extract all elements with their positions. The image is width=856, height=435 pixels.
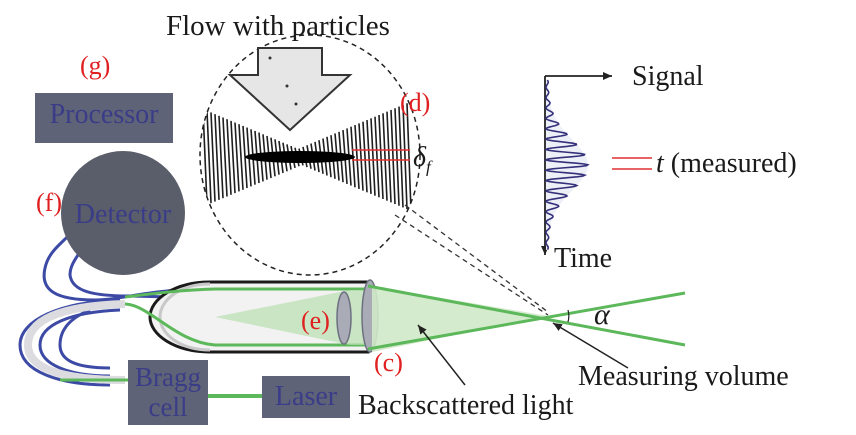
label-d: (d)	[400, 88, 431, 117]
signal-label: Signal	[632, 61, 704, 92]
detector-circle	[61, 151, 185, 275]
fringe-line	[362, 121, 368, 193]
measured-time-marker	[612, 157, 652, 170]
fiber-loop	[23, 300, 126, 384]
fringe-line	[394, 108, 400, 206]
fringe-line	[214, 114, 220, 200]
fringe-line	[222, 117, 228, 197]
fringe-line	[234, 122, 240, 192]
label-e: (e)	[301, 306, 330, 335]
fringe-line	[386, 111, 392, 203]
fringe-line	[354, 125, 360, 189]
fringe-line	[238, 124, 244, 190]
fringe-line	[382, 113, 388, 201]
collected-light-cone	[215, 290, 368, 345]
fringe-line	[374, 116, 380, 198]
flow-label: Flow with particles	[166, 10, 390, 42]
fringe-line	[390, 109, 396, 205]
label-g: (g)	[80, 51, 111, 80]
label-f: (f)	[36, 188, 62, 217]
bragg-cell-box	[128, 360, 208, 425]
signal-waveform	[544, 79, 590, 250]
output-beams	[367, 284, 686, 351]
fringe-pattern	[202, 103, 412, 211]
detector-label: Detector	[74, 199, 172, 230]
alpha-label: α	[594, 298, 610, 331]
processor-box	[35, 93, 173, 143]
fringe-line	[402, 104, 408, 210]
fringe-spacing-marker	[352, 149, 410, 161]
processor-label: Processor	[49, 99, 159, 130]
particle	[294, 102, 298, 106]
signal-plot	[541, 72, 652, 255]
particle	[285, 84, 289, 88]
fringe-line	[398, 106, 404, 208]
fringe-line	[230, 120, 236, 194]
fringe-spacing-label: δf	[413, 142, 431, 177]
fringe-line	[226, 119, 232, 195]
backscatter-pointer	[417, 324, 466, 386]
fringe-line	[218, 115, 224, 199]
time-label: Time	[554, 243, 613, 274]
label-c: (c)	[374, 348, 403, 377]
fringe-line	[370, 118, 376, 196]
lens-e	[336, 291, 352, 345]
fringe-line	[202, 109, 208, 205]
laser-box	[262, 376, 350, 418]
fringe-line	[378, 114, 384, 200]
zoom-connectors	[394, 204, 549, 316]
measured-t-label: t (measured)	[656, 148, 797, 179]
flow-arrow	[227, 47, 353, 132]
fringe-line	[210, 112, 216, 202]
fringe-line	[366, 119, 372, 195]
beam-region	[372, 286, 548, 352]
measuring-volume-label: Measuring volume	[578, 361, 789, 392]
fringe-line	[206, 110, 212, 204]
particle	[268, 56, 272, 60]
alpha-arc	[567, 309, 570, 323]
signal-envelope	[546, 80, 588, 250]
measuring-volume-pointer	[552, 322, 629, 369]
probe-volume-core	[245, 151, 355, 163]
fringe-line	[406, 103, 412, 211]
backscattered-label: Backscattered light	[358, 390, 574, 421]
laser-label: Laser	[274, 381, 338, 412]
internal-beams	[60, 287, 368, 382]
fringe-line	[358, 123, 364, 191]
